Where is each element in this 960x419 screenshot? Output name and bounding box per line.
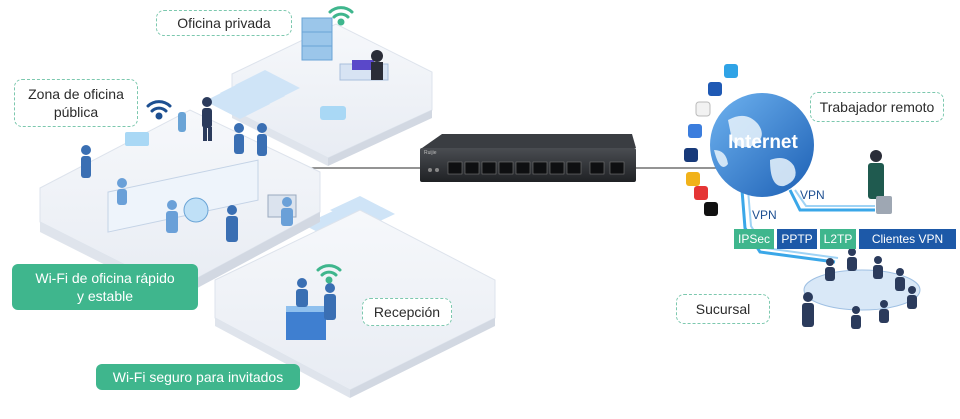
vpn-tag-ipsec: IPSec [734, 229, 774, 249]
wifi-icon-public [146, 100, 172, 120]
label-branch-text: Sucursal [695, 301, 751, 317]
label-fast-wifi-line1: Wi-Fi de oficina rápido [35, 270, 175, 286]
label-remote-worker: Trabajador remoto [810, 92, 944, 122]
router-brand-label: Ruijie [424, 150, 437, 156]
label-fast-wifi-line2: y estable [76, 288, 134, 304]
wifi-icon-private [328, 6, 354, 26]
vpn-tag-l2tp: L2TP [820, 229, 856, 249]
router-ports [447, 161, 625, 175]
label-reception: Recepción [362, 298, 452, 326]
cloud-app-icon [688, 124, 702, 138]
label-fast-wifi: Wi-Fi de oficina rápido y estable [12, 264, 198, 310]
vpn-tag-clients: Clientes VPN [859, 229, 956, 249]
label-guest-wifi: Wi-Fi seguro para invitados [96, 364, 300, 390]
facebook-icon [708, 82, 722, 96]
label-reception-text: Recepción [373, 304, 441, 320]
label-guest-wifi-text: Wi-Fi seguro para invitados [112, 369, 284, 385]
email-app-icon [686, 172, 700, 186]
label-public-office-line2: pública [53, 104, 99, 120]
label-private-office: Oficina privada [156, 10, 292, 36]
vpn-tag-pptp: PPTP [777, 229, 817, 249]
vpn-branch-label: VPN [752, 208, 777, 222]
app-icons [684, 64, 738, 216]
vpn-remote-label: VPN [800, 188, 825, 202]
internet-globe [710, 93, 814, 197]
app-store-icon [695, 101, 711, 117]
remote-worker-figure [868, 150, 892, 214]
reception-floor [214, 209, 496, 398]
private-office-floor [231, 17, 433, 166]
internet-label: Internet [728, 132, 798, 153]
router-device [420, 134, 636, 182]
office-people [81, 97, 336, 320]
tiktok-icon [704, 202, 718, 216]
label-branch: Sucursal [676, 294, 770, 324]
branch-meeting [802, 248, 921, 329]
youtube-icon [694, 186, 708, 200]
label-private-office-text: Oficina privada [177, 15, 271, 31]
label-public-office-line1: Zona de oficina [28, 86, 124, 102]
wifi-icon-reception [316, 264, 342, 284]
photoshop-icon [684, 148, 698, 162]
twitter-icon [724, 64, 738, 78]
label-public-office: Zona de oficina pública [14, 79, 138, 127]
label-remote-worker-text: Trabajador remoto [819, 99, 935, 115]
